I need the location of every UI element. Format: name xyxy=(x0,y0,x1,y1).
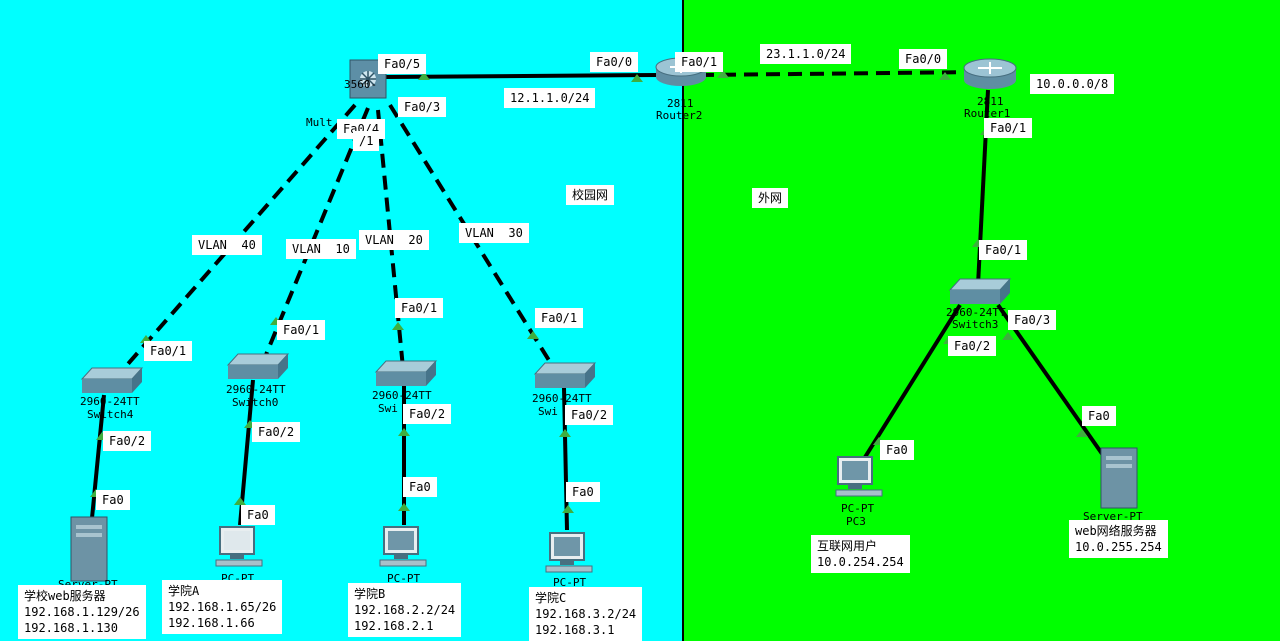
vlan-label: VLAN 40 xyxy=(192,235,262,255)
multilayer-switch-icon[interactable] xyxy=(349,59,387,99)
link-up-indicator xyxy=(717,70,729,78)
switch2-name-caption: Swi xyxy=(538,405,558,418)
pc-icon[interactable] xyxy=(379,526,427,567)
port-label: Fa0/3 xyxy=(1008,310,1057,330)
port-label: Fa0/3 xyxy=(398,97,447,117)
college-b-note: 学院B 192.168.2.2/24 192.168.2.1 xyxy=(348,583,462,637)
pc-icon[interactable] xyxy=(545,532,593,573)
port-label: Fa0 xyxy=(241,505,275,525)
port-label: Fa0/5 xyxy=(378,54,427,74)
switch3-model-caption: 2960-24TT xyxy=(946,306,1006,319)
web-server-note: web网络服务器 10.0.255.254 xyxy=(1069,520,1168,558)
internet-zone xyxy=(684,0,1280,641)
vlan-label: VLAN 20 xyxy=(359,230,429,250)
switch4-name-caption: Switch4 xyxy=(87,408,134,421)
port-label: Fa0/1 xyxy=(979,240,1028,260)
server-icon[interactable] xyxy=(1100,447,1138,509)
link-up-indicator xyxy=(1002,332,1014,340)
pc3-name-caption: PC3 xyxy=(846,515,866,528)
link-switch2-pcC[interactable] xyxy=(562,387,569,531)
switch3-name-caption: Switch3 xyxy=(952,318,999,331)
server-icon[interactable] xyxy=(70,516,108,582)
link-up-indicator xyxy=(234,497,246,505)
link-up-indicator xyxy=(1076,429,1088,437)
port-label: Fa0/1 xyxy=(144,341,193,361)
switch-icon[interactable] xyxy=(226,353,290,379)
router1-model-caption: 2811 xyxy=(977,95,1004,108)
switch-icon[interactable] xyxy=(533,362,597,388)
port-label: Fa0/2 xyxy=(948,336,997,356)
port-label: Fa0/2 xyxy=(103,431,152,451)
campus-zone-label: 校园网 xyxy=(566,185,615,205)
port-label: Fa0 xyxy=(880,440,914,460)
multilayer-name-caption: Mult xyxy=(306,116,333,129)
port-label: Fa0/1 xyxy=(395,298,444,318)
switch1-model-caption: 2960-24TT xyxy=(372,389,432,402)
link-ml-router2[interactable] xyxy=(384,73,661,79)
pc-icon[interactable] xyxy=(835,456,883,497)
pcC-model-caption: PC-PT xyxy=(553,576,587,589)
link-up-indicator xyxy=(418,72,430,80)
port-label: Fa0 xyxy=(1082,406,1116,426)
link-router2-router1[interactable] xyxy=(699,70,986,77)
pcB-model-caption: PC-PT xyxy=(387,572,421,585)
switch1-name-caption: Swi xyxy=(378,402,398,415)
pc-icon[interactable] xyxy=(215,526,263,567)
port-label: Fa0/0 xyxy=(590,52,639,72)
vlan-label: VLAN 10 xyxy=(286,239,356,259)
network-label: 12.1.1.0/24 xyxy=(504,88,596,108)
switch-icon[interactable] xyxy=(80,367,144,393)
port-label: Fa0/1 xyxy=(277,320,326,340)
port-label: Fa0/1 xyxy=(984,118,1033,138)
network-label: 23.1.1.0/24 xyxy=(760,44,852,64)
port-label: Fa0 xyxy=(566,482,600,502)
link-up-indicator xyxy=(559,429,571,437)
router2-model-caption: 2811 xyxy=(667,97,694,110)
internet-zone-label: 外网 xyxy=(752,188,789,208)
link-ml-switch0[interactable] xyxy=(261,107,370,363)
server-school-model-caption: Server-PT xyxy=(58,579,118,590)
port-label: Fa0/1 xyxy=(535,308,584,328)
router2-name-caption: Router2 xyxy=(656,109,703,122)
switch2-model-caption: 2960-24TT xyxy=(532,392,592,405)
port-label: Fa0/2 xyxy=(403,404,452,424)
link-switch4-server[interactable] xyxy=(90,394,106,519)
port-label: Fa0/1 xyxy=(675,52,724,72)
link-up-indicator xyxy=(392,322,404,330)
port-label: Fa0/2 xyxy=(252,422,301,442)
server-net-model-caption: Server-PT xyxy=(1083,510,1143,523)
link-switch3-pc3[interactable] xyxy=(860,303,962,464)
router-icon[interactable] xyxy=(963,58,1017,89)
router1-name-caption: Router1 xyxy=(964,107,1011,120)
zone-divider xyxy=(682,0,684,641)
vlan-label: VLAN 30 xyxy=(459,223,529,243)
switch0-model-caption: 2960-24TT xyxy=(226,383,286,396)
port-label: Fa0 xyxy=(96,490,130,510)
link-up-indicator xyxy=(939,72,951,80)
switch4-model-caption: 2960-24TT xyxy=(80,395,140,408)
link-up-indicator xyxy=(398,428,410,436)
internet-user-note: 互联网用户 10.0.254.254 xyxy=(811,535,910,573)
switch-icon[interactable] xyxy=(374,360,438,386)
college-c-note: 学院C 192.168.3.2/24 192.168.3.1 xyxy=(529,587,643,641)
pcA-model-caption: PC-PT xyxy=(221,572,255,585)
switch-icon[interactable] xyxy=(948,278,1012,304)
port-label: /1 xyxy=(353,131,380,151)
port-label: Fa0 xyxy=(403,477,437,497)
multilayer-model-caption: 3560- xyxy=(344,78,378,91)
link-up-indicator xyxy=(527,331,539,339)
switch0-name-caption: Switch0 xyxy=(232,396,279,409)
link-up-indicator xyxy=(562,505,574,513)
port-label: Fa0/0 xyxy=(899,49,948,69)
link-switch3-server[interactable] xyxy=(996,303,1107,460)
school-server-note: 学校web服务器 192.168.1.129/26 192.168.1.130 xyxy=(18,585,146,639)
port-label: Fa0/2 xyxy=(565,405,614,425)
network-label: 10.0.0.0/8 xyxy=(1030,74,1115,94)
link-up-indicator xyxy=(398,503,410,511)
link-up-indicator xyxy=(631,74,643,82)
pc3-model-caption: PC-PT xyxy=(841,502,875,515)
college-a-note: 学院A 192.168.1.65/26 192.168.1.66 xyxy=(162,580,283,634)
